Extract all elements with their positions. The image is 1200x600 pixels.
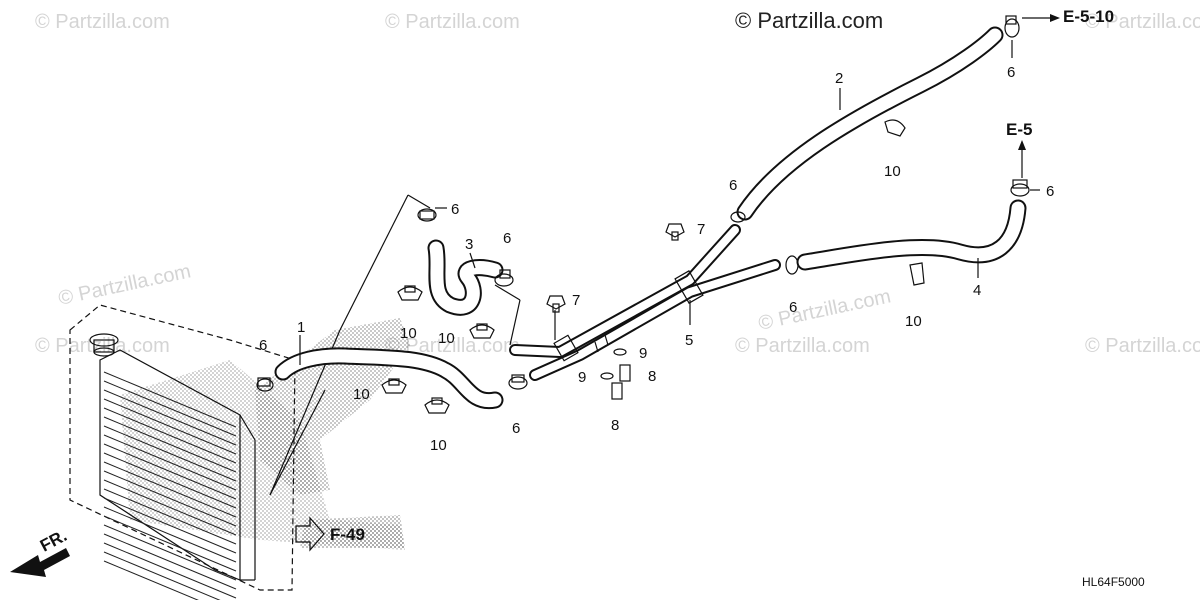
front-arrow-icon — [10, 548, 70, 577]
callout-9: 9 — [578, 369, 586, 386]
radiator-fin — [103, 389, 237, 446]
callout-4: 4 — [973, 282, 981, 299]
callout-numbers: 1 2 3 4 5 6 6 6 6 6 6 6 6 7 7 8 8 9 9 10… — [259, 64, 1054, 454]
callout-9: 9 — [639, 345, 647, 362]
callout-10: 10 — [905, 313, 922, 330]
clamps — [256, 15, 1030, 392]
callout-10: 10 — [438, 330, 455, 347]
fasteners — [546, 223, 685, 400]
radiator-fin — [103, 371, 237, 428]
callout-6: 6 — [1007, 64, 1015, 81]
radiator-fin — [103, 434, 237, 491]
radiator-fin — [103, 533, 237, 590]
watermark: © Partzilla.com — [385, 11, 520, 33]
callout-leaders — [299, 40, 1040, 365]
callout-3: 3 — [465, 236, 473, 253]
callout-5: 5 — [685, 332, 693, 349]
radiator-fin — [103, 416, 237, 473]
callout-7: 7 — [697, 221, 705, 238]
callout-6: 6 — [789, 299, 797, 316]
clips — [381, 119, 925, 414]
callout-10: 10 — [400, 325, 417, 342]
watermark: © Partzilla.com — [735, 8, 883, 33]
radiator-fin — [103, 488, 237, 545]
radiator-fin — [103, 479, 237, 536]
ref-e-5-10: E-5-10 — [1063, 7, 1114, 26]
pipe-5 — [509, 224, 781, 381]
radiator-fin — [103, 551, 221, 600]
radiator-fin — [103, 425, 237, 482]
callout-10: 10 — [353, 386, 370, 403]
hose-1 — [274, 347, 504, 410]
callout-6: 6 — [451, 201, 459, 218]
watermark: © Partzilla.com — [1085, 335, 1200, 357]
radiator-fin — [103, 380, 237, 437]
callout-6: 6 — [729, 177, 737, 194]
watermark: © Partzilla.com — [35, 11, 170, 33]
radiator-fin — [103, 443, 237, 500]
callout-10: 10 — [884, 163, 901, 180]
arrows — [10, 14, 1060, 577]
watermark: © Partzilla.com — [385, 335, 520, 357]
watermark: © Partzilla.com — [756, 285, 892, 335]
hose-3 — [427, 239, 504, 316]
watermark: © Partzilla.com — [56, 260, 192, 310]
callout-6: 6 — [503, 230, 511, 247]
f49-arrow-icon — [295, 516, 325, 552]
ref-e-5: E-5 — [1006, 120, 1032, 139]
callout-7: 7 — [572, 292, 580, 309]
radiator-fin — [103, 452, 237, 509]
callout-10: 10 — [430, 437, 447, 454]
radiator-fin — [103, 398, 237, 455]
radiator-fin — [103, 524, 237, 581]
callout-2: 2 — [835, 70, 843, 87]
hose-4 — [796, 199, 1027, 271]
hose-2 — [736, 26, 1004, 221]
callout-8: 8 — [648, 368, 656, 385]
watermark: © Partzilla.com — [1085, 11, 1200, 33]
callout-8: 8 — [611, 417, 619, 434]
watermark: © Partzilla.com — [735, 335, 870, 357]
radiator-fin — [103, 515, 237, 572]
callout-1: 1 — [297, 319, 305, 336]
radiator-fin — [103, 407, 237, 464]
radiator-fin — [103, 461, 237, 518]
radiator — [69, 304, 296, 600]
radiator-fin — [103, 542, 237, 599]
callout-6: 6 — [512, 420, 520, 437]
radiator-fin — [103, 560, 199, 600]
radiator-fin — [103, 497, 237, 554]
ref-f-49: F-49 — [330, 525, 365, 544]
radiator-fin — [103, 506, 237, 563]
watermarks: © Partzilla.com © Partzilla.com © Partzi… — [35, 8, 1200, 357]
callout-6: 6 — [1046, 183, 1054, 200]
diagram-code: HL64F5000 — [1082, 575, 1145, 589]
callout-6: 6 — [259, 337, 267, 354]
radiator-fin — [103, 470, 237, 527]
